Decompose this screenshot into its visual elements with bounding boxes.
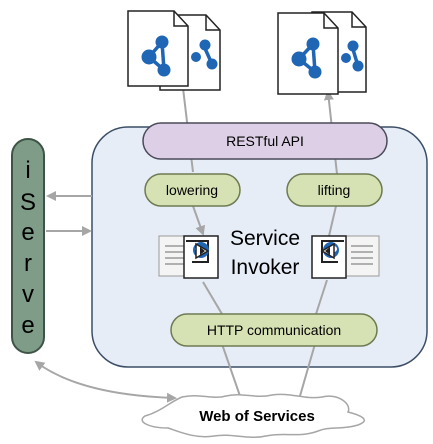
semantic-document-icon [127,10,221,91]
arrow-cloud-iserve-curve [34,360,177,403]
arrow-request-to-http [202,281,223,315]
http-communication-label: HTTP communication [207,322,341,338]
iserve-bar [11,138,45,354]
incoming-document-icon [311,235,380,279]
lowering-label: lowering [166,182,218,198]
arrow-http-to-response [315,279,328,315]
lifting-pill [286,173,383,207]
iserve-letter-5: v [22,281,34,308]
web-of-services-label: Web of Services [199,408,315,425]
arrow-lowering-to-request [192,205,206,236]
http-communication-pill [170,313,378,347]
iserve-letter-1: i [25,157,30,184]
iserve-letter-4: r [24,250,32,277]
service-invoker-line2: Invoker [231,256,300,279]
restful-api-label: RESTful API [226,133,304,149]
web-of-services-cloud [141,393,365,439]
outgoing-document-icon [158,235,219,279]
semantic-document-icon [277,11,367,95]
arrow-http-to-cloud [221,343,241,397]
iserve-letter-6: e [21,312,34,339]
restful-api-bar [142,122,388,160]
lifting-label: lifting [318,182,351,198]
arrow-response-to-lifting [328,205,337,237]
arrow-cloud-to-http [299,343,316,397]
iserve-letter-3: e [21,219,34,246]
iserve-letter-2: S [20,189,36,216]
iserve-letters: i S e r v e [20,157,36,339]
lowering-pill [144,173,241,207]
service-invoker-line1: Service [230,227,300,250]
